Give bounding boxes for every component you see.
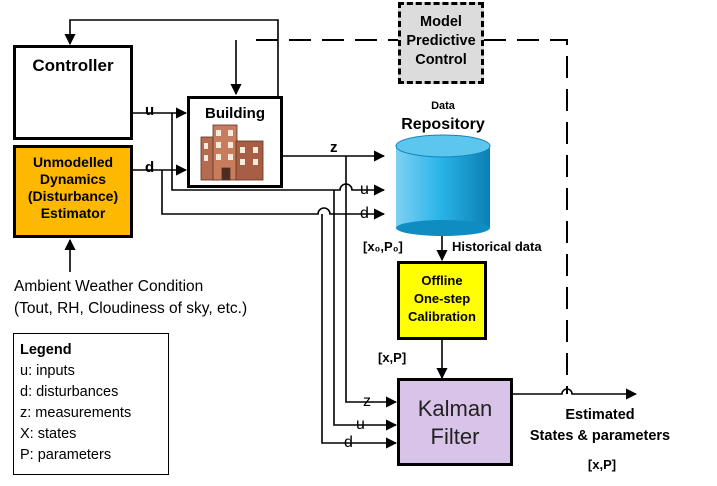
repository-cylinder xyxy=(395,134,491,236)
estimator-title: Unmodelled Dynamics (Disturbance) Estima… xyxy=(27,154,119,222)
legend-item-disturbances: d: disturbances xyxy=(20,384,119,401)
label-d-kalman: d xyxy=(344,434,353,451)
output-xp-label: [x,P] xyxy=(587,457,617,472)
feedback-wire xyxy=(64,19,279,98)
weather-caption: Ambient Weather Condition (Tout, RH, Clo… xyxy=(14,276,304,321)
legend-item-states: X: states xyxy=(20,426,77,443)
mpc-dashed-link xyxy=(256,39,568,394)
legend-title: Legend xyxy=(20,342,72,358)
u-to-kalman xyxy=(333,190,398,431)
building-illustration xyxy=(200,124,264,181)
kalman-filter-block: Kalman Filter xyxy=(397,378,513,466)
label-historical-data: Historical data xyxy=(452,239,542,254)
u-branch-repo xyxy=(171,113,386,196)
weather-line-1: Ambient Weather Condition xyxy=(14,278,204,295)
building-title: Building xyxy=(205,105,265,122)
mpc-block: Model Predictive Control xyxy=(398,2,484,84)
label-u-kalman: u xyxy=(356,416,365,433)
disturbance-estimator-block: Unmodelled Dynamics (Disturbance) Estima… xyxy=(13,145,133,238)
controller-title: Controller xyxy=(32,56,114,75)
d-branch-repo xyxy=(161,170,386,220)
output-wire xyxy=(512,388,638,400)
z-to-kalman xyxy=(345,156,398,408)
weather-line-2: (Tout, RH, Cloudiness of sky, etc.) xyxy=(14,300,248,318)
legend-item-inputs: u: inputs xyxy=(20,363,75,380)
kalman-title: Kalman Filter xyxy=(417,396,493,449)
label-d-repo: d xyxy=(360,205,369,222)
offline-title: Offline One-step Calibration xyxy=(408,273,476,325)
legend-box: Legend u: inputs d: disturbances z: meas… xyxy=(13,333,169,475)
legend-item-parameters: P: parameters xyxy=(20,447,112,464)
label-x0p0: [x₀,P₀] xyxy=(363,239,403,254)
controller-block: Controller xyxy=(13,45,133,140)
repository-caption: Repository xyxy=(401,116,485,133)
label-z-building: z xyxy=(330,139,338,156)
legend-item-measurements: z: measurements xyxy=(20,405,132,422)
mpc-title: Model Predictive Control xyxy=(406,14,476,68)
label-d-estimator: d xyxy=(145,159,155,176)
label-u-controller: u xyxy=(145,102,155,119)
offline-calibration-block: Offline One-step Calibration xyxy=(397,261,487,340)
estimated-output-caption: Estimated States & parameters xyxy=(529,407,671,445)
label-z-kalman: z xyxy=(363,393,371,410)
repository-caption-small: Data xyxy=(431,100,455,112)
label-xp-calibration: [x,P] xyxy=(378,350,407,365)
d-to-kalman xyxy=(321,214,398,449)
label-u-repo: u xyxy=(360,181,369,198)
building-block: Building xyxy=(187,96,283,188)
